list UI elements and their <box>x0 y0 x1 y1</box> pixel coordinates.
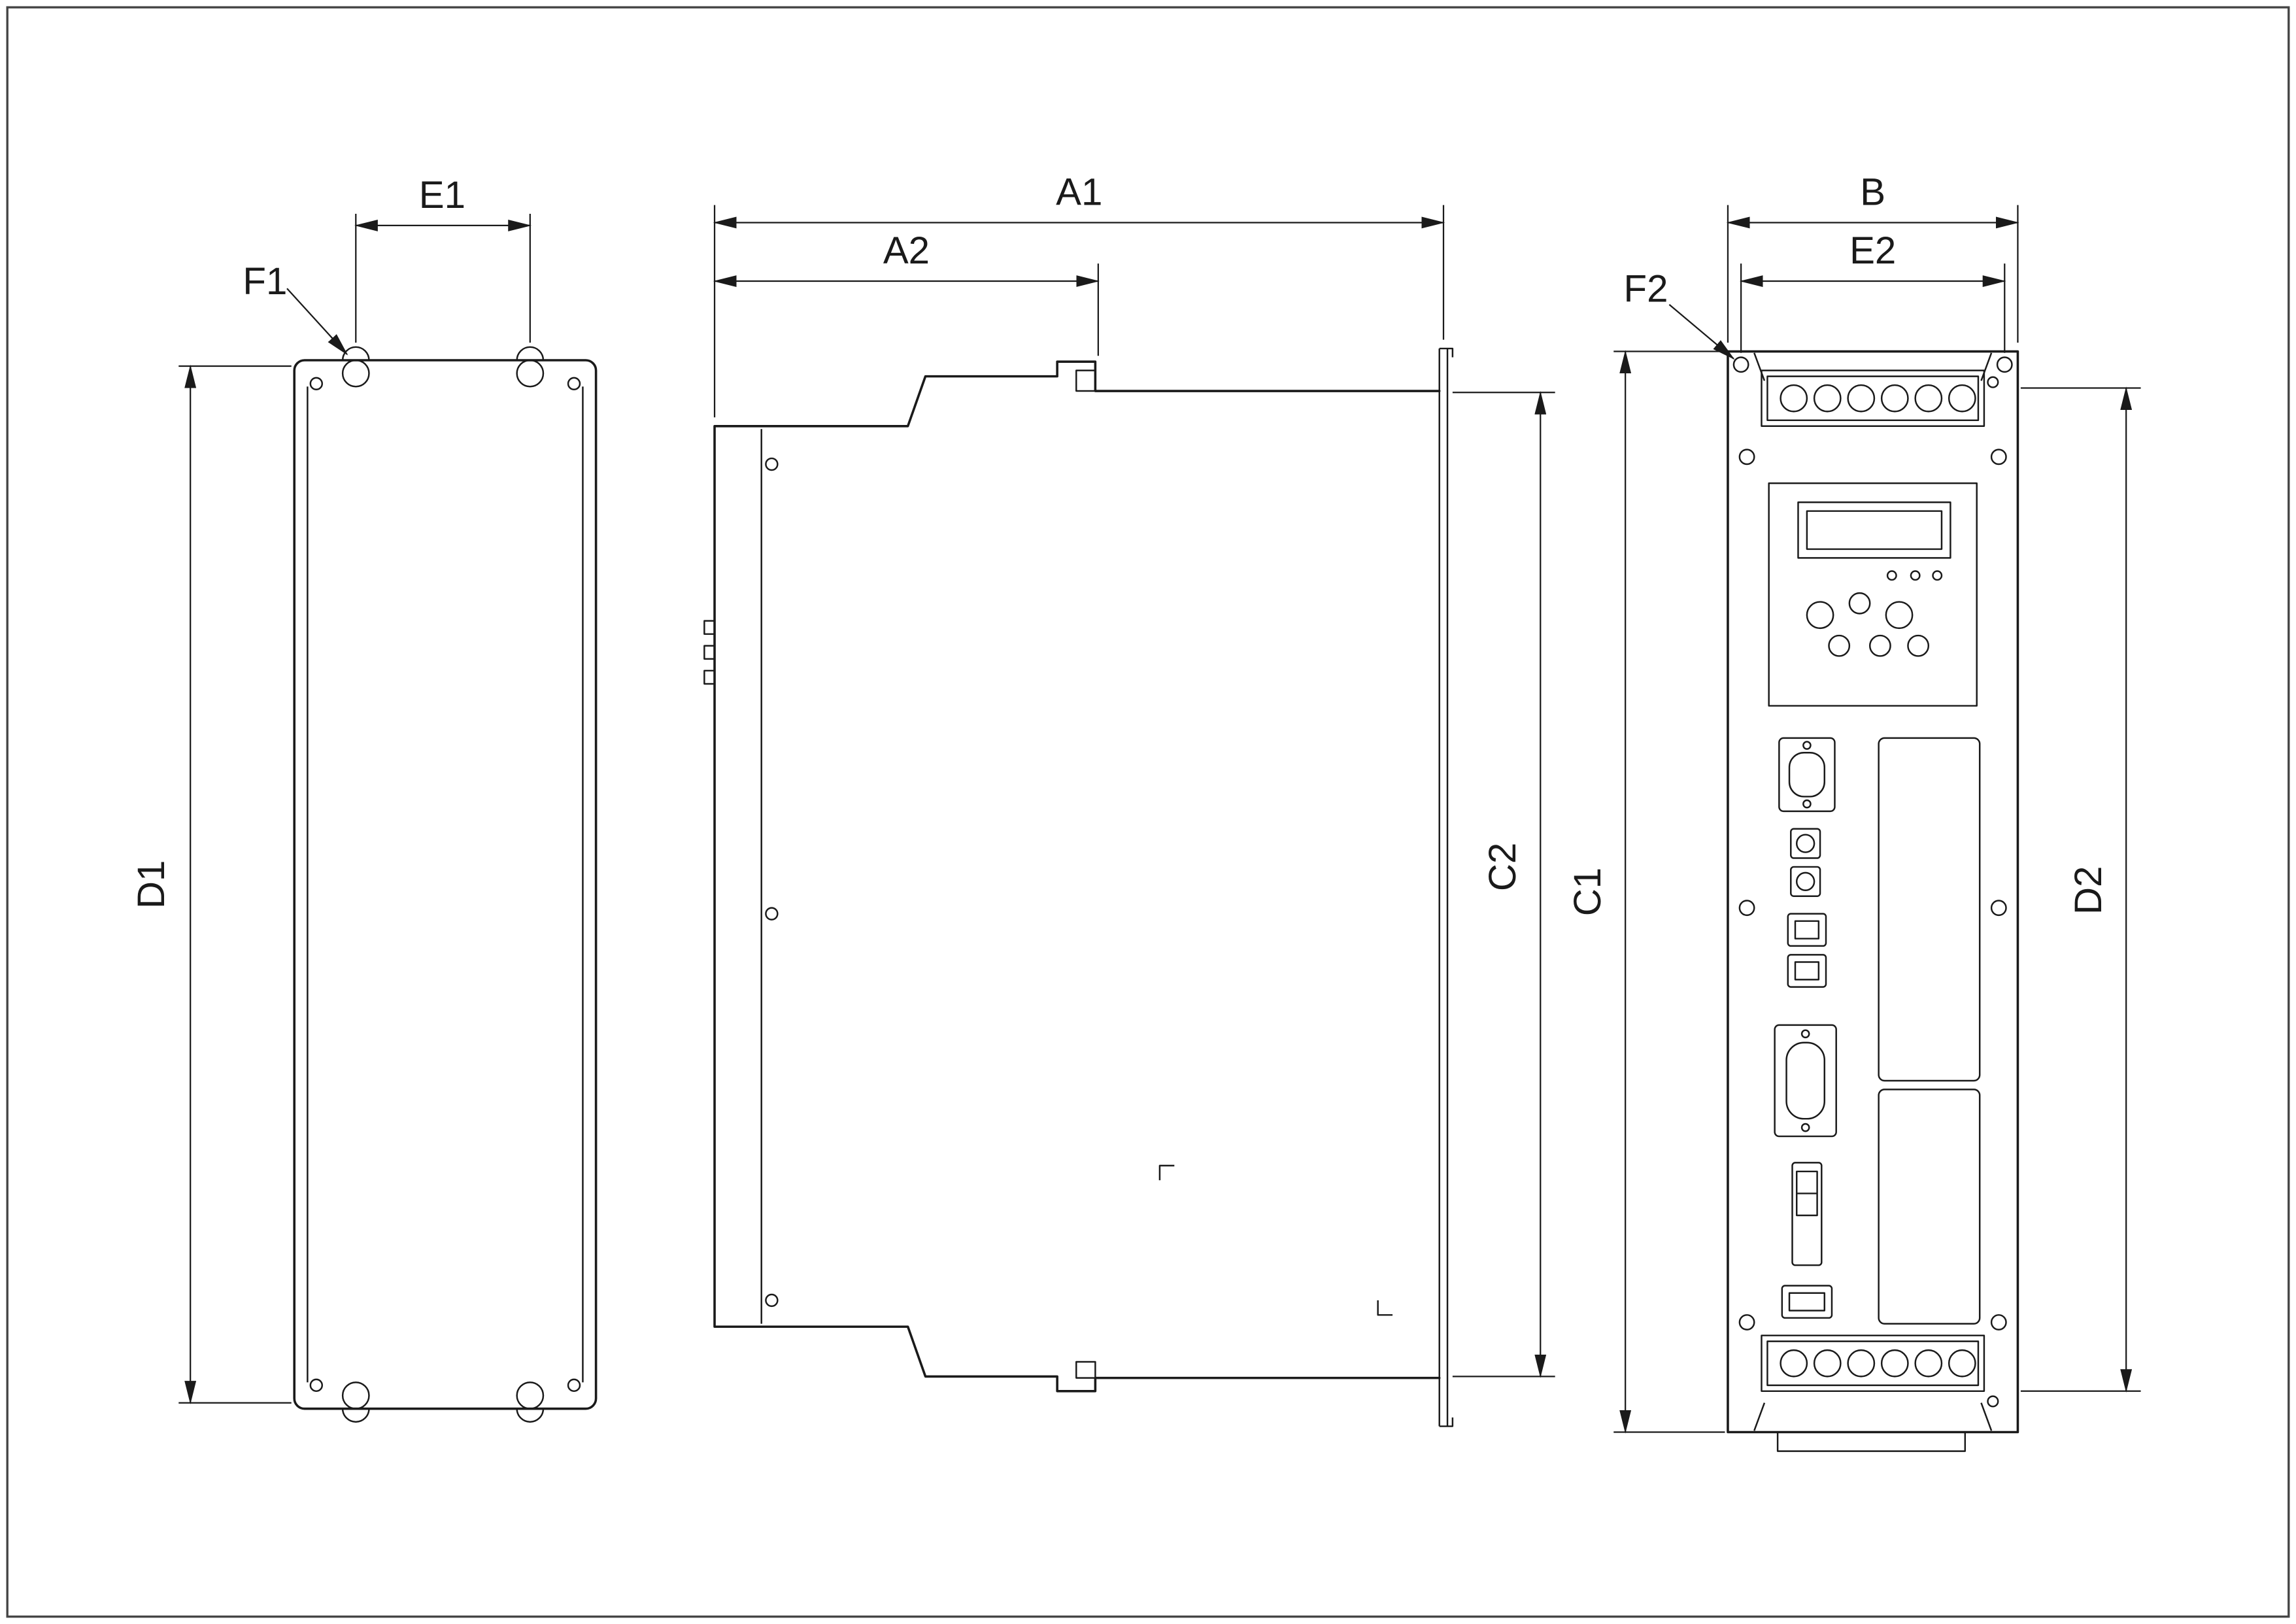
drawing-frame <box>6 6 2290 1618</box>
usb-port <box>1781 1285 1833 1319</box>
side-mounting-plate <box>1438 347 1454 1427</box>
f1-leader-line <box>286 288 348 356</box>
side-step-details <box>1075 369 1096 1379</box>
rear-keyhole-right <box>516 346 545 388</box>
dim-b-label: B <box>1860 171 1885 214</box>
rear-slot-right <box>516 1381 545 1423</box>
top-terminal-block <box>1761 369 1999 428</box>
side-left-edge-tabs <box>703 620 716 685</box>
keypad-buttons <box>1806 592 1930 657</box>
rear-slot-left <box>341 1381 370 1423</box>
dsub9-connector <box>1778 737 1836 813</box>
front-panel-screws <box>1738 448 2007 1330</box>
label-f2: F2 <box>1624 267 1735 360</box>
front-corner-chamfers <box>1753 352 1993 1431</box>
side-view <box>703 347 1454 1427</box>
dim-d2: D2 <box>2020 386 2141 1393</box>
dim-b: B <box>1726 171 2019 343</box>
f2-label: F2 <box>1624 267 1668 310</box>
bottom-terminal-block <box>1761 1334 1999 1408</box>
side-body-outline <box>713 360 1441 1393</box>
rear-panel-outline <box>293 359 598 1410</box>
round-connectors <box>1790 828 1821 897</box>
rear-panel-fold-lines <box>307 386 584 1383</box>
side-screws <box>765 457 779 1308</box>
dim-d1: D1 <box>130 364 292 1404</box>
blank-covers <box>1878 737 1981 1325</box>
dsub15-connector <box>1774 1024 1837 1138</box>
dim-c1-label: C1 <box>1566 868 1609 916</box>
dim-a1: A1 <box>713 171 1445 418</box>
dim-a1-label: A1 <box>1056 171 1102 214</box>
display-panel <box>1768 482 1978 707</box>
dim-e2: E2 <box>1739 229 2006 353</box>
dim-d1-label: D1 <box>130 860 173 909</box>
mini-connectors <box>1787 913 1827 988</box>
front-mounting-holes <box>1732 356 2013 373</box>
lcd-display <box>1797 501 1951 559</box>
dim-a2: A2 <box>713 229 1100 356</box>
status-leds <box>1886 570 1943 581</box>
dim-e2-label: E2 <box>1849 229 1896 272</box>
dim-e1: E1 <box>354 174 532 343</box>
bottom-base <box>1776 1431 1967 1452</box>
f2-leader-line <box>1668 304 1735 360</box>
dim-a2-label: A2 <box>883 229 930 272</box>
f1-label: F1 <box>243 260 287 303</box>
front-body-outline <box>1727 350 2019 1434</box>
rear-view <box>293 346 598 1423</box>
dim-d2-label: D2 <box>2067 866 2110 915</box>
rear-corner-holes <box>309 377 581 1393</box>
slider-switch <box>1791 1162 1823 1266</box>
dim-c2-label: C2 <box>1481 843 1524 891</box>
dim-c2: C2 <box>1452 391 1555 1378</box>
front-view <box>1727 350 2019 1452</box>
label-f1: F1 <box>243 260 348 356</box>
dim-e1-label: E1 <box>419 174 465 216</box>
dim-c1: C1 <box>1566 350 1725 1434</box>
side-bend-marks <box>1158 1164 1393 1316</box>
